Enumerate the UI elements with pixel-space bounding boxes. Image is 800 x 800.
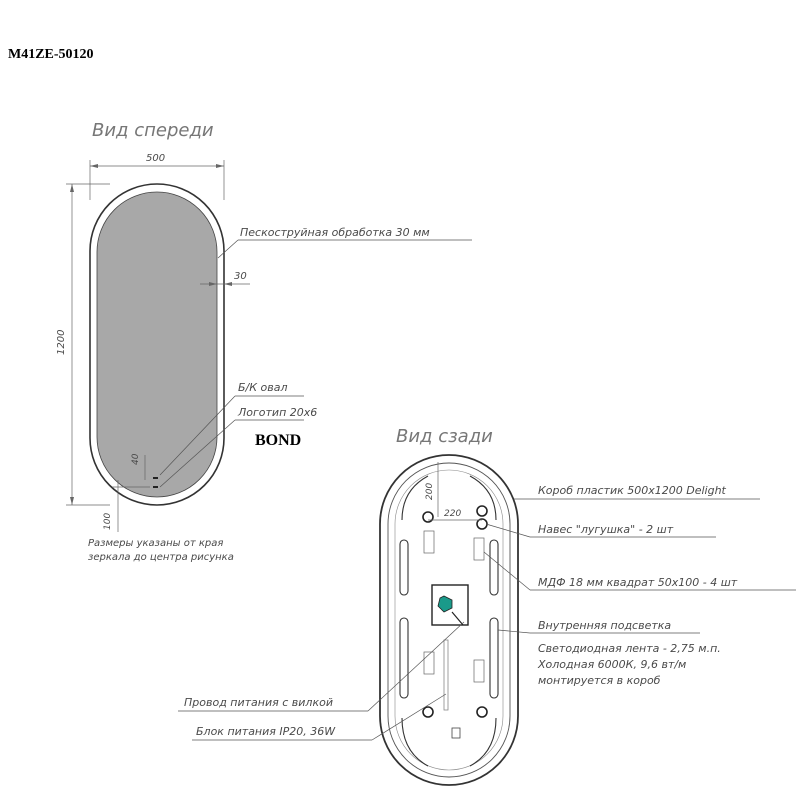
switch-label: Б/К овал (238, 381, 288, 394)
offset-40-dimension: 40 (131, 453, 146, 480)
front-width-label: 500 (146, 153, 165, 164)
sandblast-callout: Пескоструйная обработка 30 мм (217, 226, 472, 259)
backlight-label: Внутренняя подсветка (538, 619, 671, 632)
model-code: M41ZE-50120 (8, 47, 94, 62)
front-height-dimension: 1200 (56, 183, 110, 506)
box-callout: Короб пластик 500х1200 Delight (514, 484, 760, 500)
offset-100-dimension: 100 (103, 480, 150, 532)
switch-mark (153, 477, 158, 479)
switch-callout: Б/К овал (159, 381, 304, 476)
backlight-callout: Внутренняя подсветка Светодиодная лента … (497, 619, 721, 687)
logo-callout: Логотип 20х6 BOND (159, 406, 317, 488)
mirror-surface (96, 191, 218, 498)
cable-callout: Провод питания с вилкой (178, 621, 465, 712)
hangers (422, 505, 488, 718)
psu-callout: Блок питания IP20, 36W (192, 693, 447, 741)
back-dim-200-label: 200 (425, 483, 435, 500)
sandblast-dim-label: 30 (234, 271, 247, 282)
back-view-title: Вид сзади (396, 426, 493, 447)
led-line-3: монтируется в короб (538, 674, 661, 687)
logo-label: Логотип 20х6 (237, 406, 317, 419)
logo-mark (153, 486, 158, 488)
front-height-label: 1200 (56, 330, 67, 355)
front-view-title: Вид спереди (92, 120, 214, 141)
sandblast-label: Пескоструйная обработка 30 мм (240, 226, 430, 239)
hanger-label: Навес "лугушка" - 2 шт (538, 523, 674, 536)
led-line-2: Холодная 6000К, 9,6 вт/м (537, 658, 686, 671)
back-dim-220-label: 220 (444, 509, 461, 519)
led-strips (399, 475, 499, 767)
front-width-dimension: 500 (89, 153, 225, 200)
mdf-blocks (423, 530, 485, 683)
back-dim-220: 220 (428, 509, 482, 521)
hanger-callout: Навес "лугушка" - 2 шт (485, 523, 716, 538)
box-label: Короб пластик 500х1200 Delight (538, 484, 727, 497)
note-line-1: Размеры указаны от края (88, 538, 223, 549)
note-line-2: зеркала до центра рисунка (88, 552, 234, 563)
mdf-callout: МДФ 18 мм квадрат 50х100 - 4 шт (483, 551, 796, 591)
front-mirror (89, 183, 225, 506)
led-line-1: Светодиодная лента - 2,75 м.п. (538, 642, 721, 655)
mdf-label: МДФ 18 мм квадрат 50х100 - 4 шт (538, 576, 738, 589)
bond-logo: BOND (255, 432, 301, 449)
psu-label: Блок питания IP20, 36W (196, 725, 336, 738)
offset-100-label: 100 (103, 513, 113, 530)
power-supply-unit (431, 584, 469, 626)
sandblast-width-dimension: 30 (200, 271, 250, 286)
offset-40-label: 40 (131, 453, 141, 465)
back-dim-200: 200 (425, 462, 439, 517)
cable-label: Провод питания с вилкой (184, 696, 333, 709)
power-cable (443, 639, 461, 739)
